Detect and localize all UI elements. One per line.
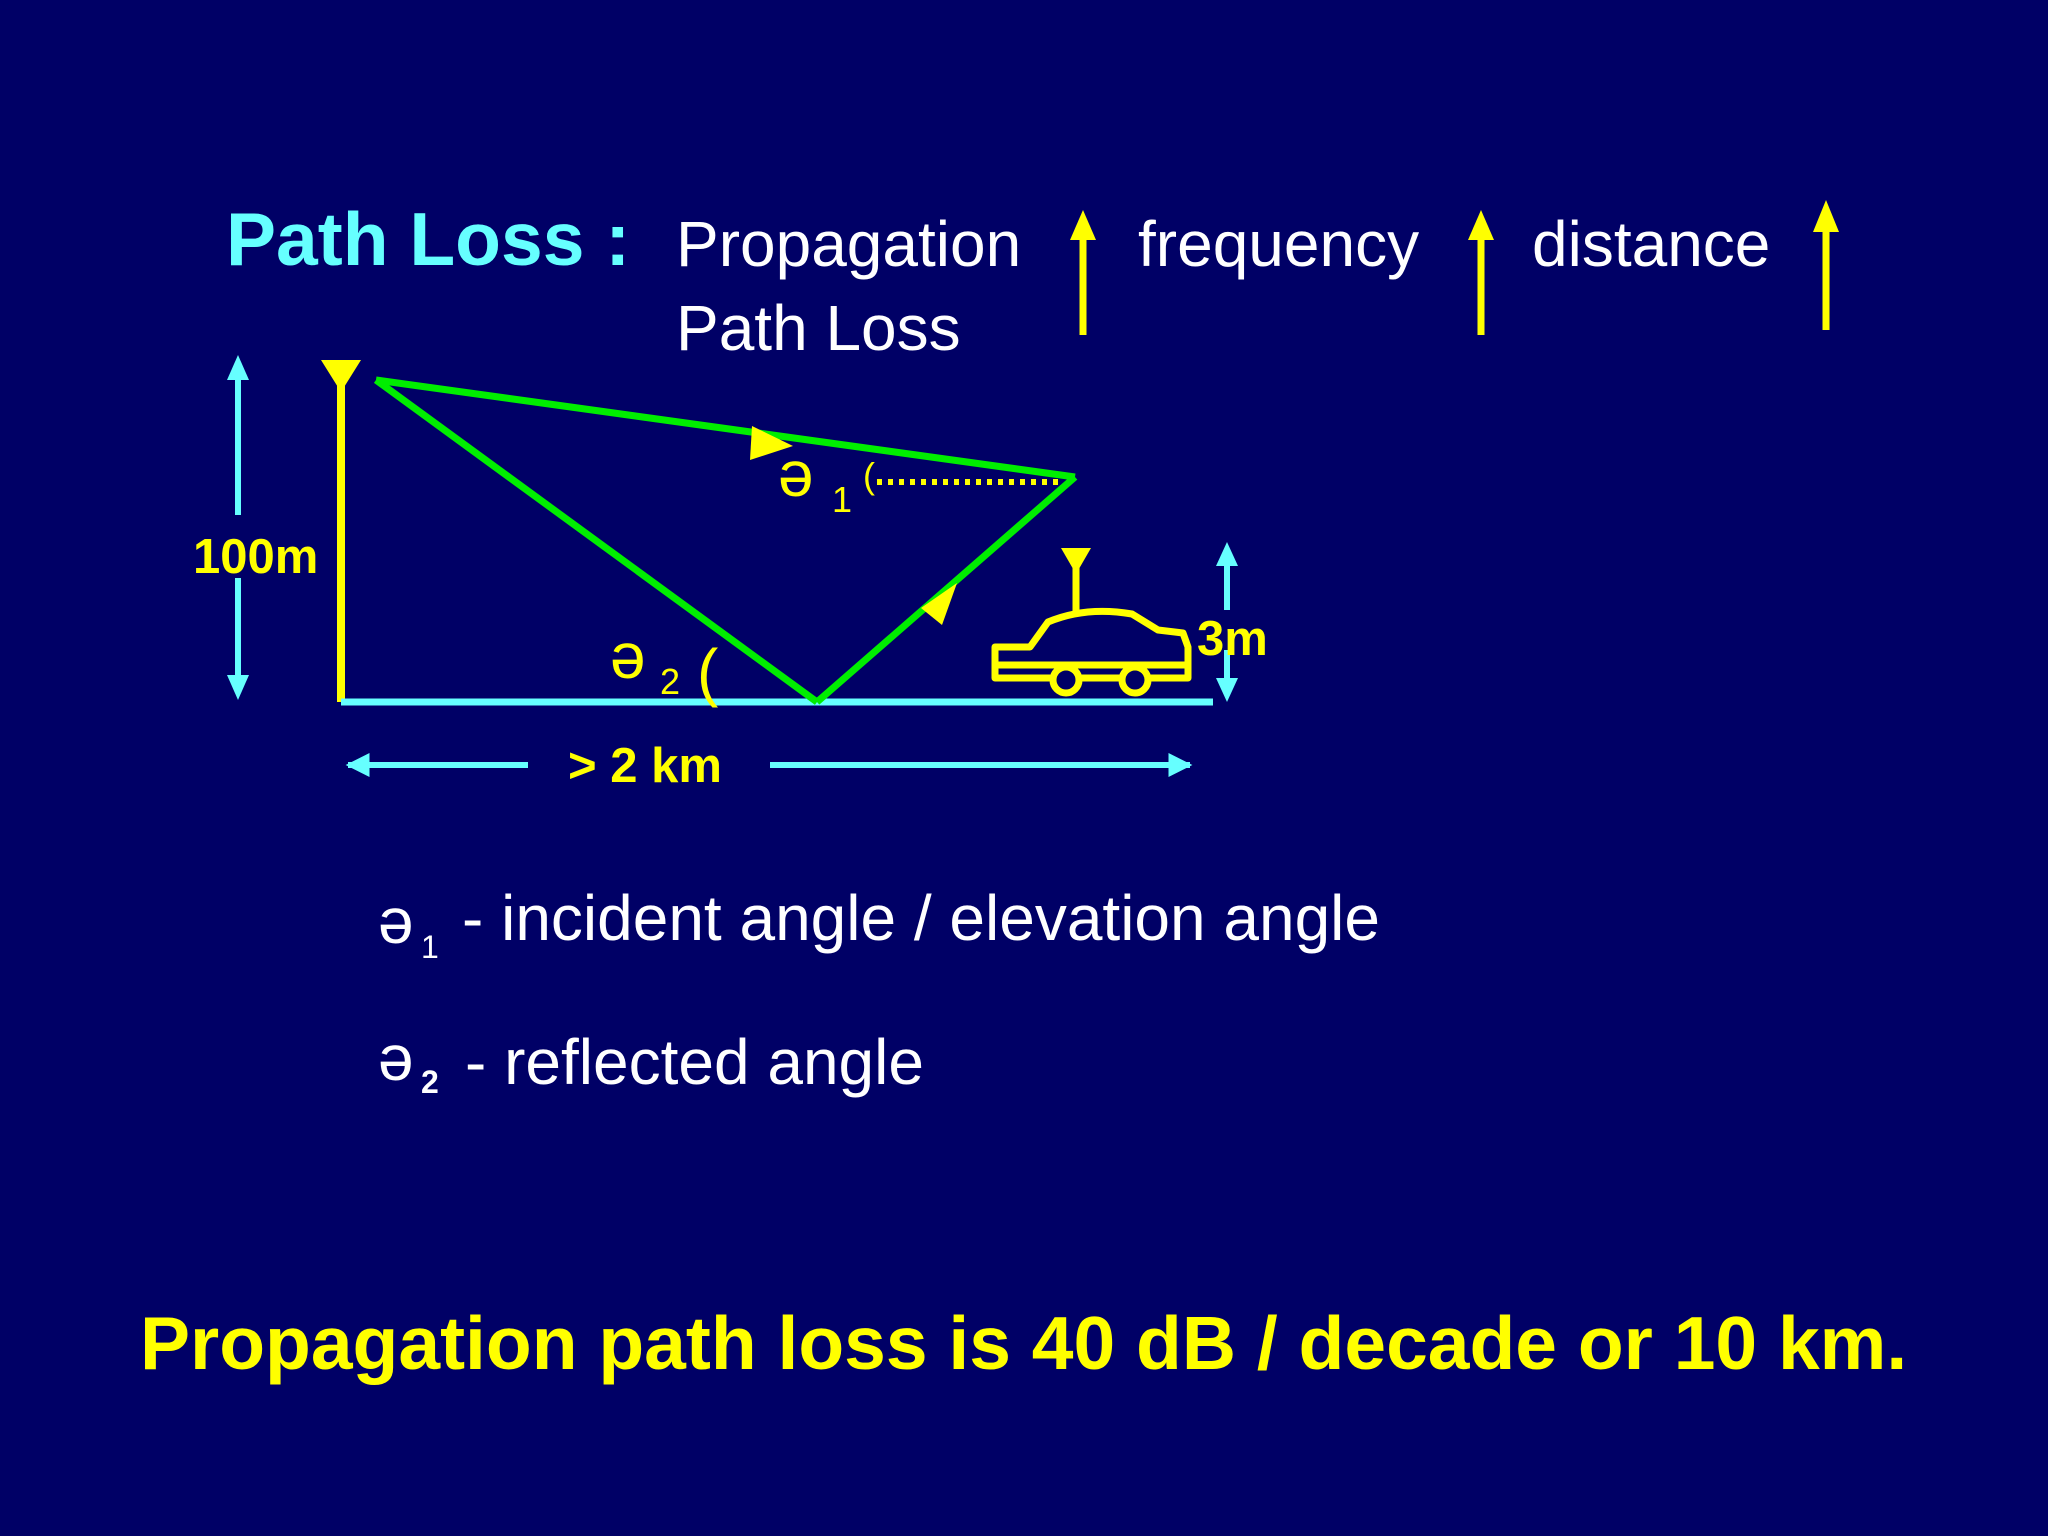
- distance-up-arrow-icon: [1813, 200, 1839, 330]
- height-100m-label: 100m: [193, 530, 318, 584]
- propagation-up-arrow-icon: [1070, 210, 1096, 335]
- legend-theta2-symbol: ə: [378, 1022, 414, 1094]
- theta1-subscript: 1: [832, 479, 852, 520]
- footer-statement: Propagation path loss is 40 dB / decade …: [140, 1301, 1907, 1385]
- legend-theta1-description: - incident angle / elevation angle: [462, 882, 1380, 954]
- theta2-symbol: ə: [610, 620, 646, 692]
- ray-paths: [373, 376, 1078, 705]
- theta2-angle-mark: (: [697, 636, 718, 708]
- legend-theta1-subscript: 1: [421, 929, 439, 965]
- frequency-label: frequency: [1138, 208, 1419, 280]
- height-100m-arrow: [227, 355, 249, 700]
- page-title: Path Loss :: [226, 197, 630, 281]
- height-3m-arrow: [1216, 542, 1238, 702]
- direct-ray: [375, 376, 1076, 481]
- distance-label: distance: [1532, 208, 1770, 280]
- legend-theta2-subscript: 2: [421, 1064, 439, 1100]
- reflected-ray: [814, 474, 1078, 705]
- distance-label: > 2 km: [568, 739, 722, 793]
- path-loss-label: Path Loss: [676, 292, 961, 364]
- theta1-symbol: ə: [778, 438, 814, 510]
- reflected-ray-arrow-icon: [921, 583, 957, 625]
- legend-theta2-description: - reflected angle: [465, 1026, 924, 1098]
- theta2-subscript: 2: [660, 661, 680, 702]
- legend-theta1-symbol: ə: [378, 885, 414, 957]
- propagation-label: Propagation: [676, 208, 1021, 280]
- frequency-up-arrow-icon: [1468, 210, 1494, 335]
- base-station-antenna-icon: [321, 360, 361, 702]
- direct-ray-arrow-icon: [750, 426, 793, 460]
- mobile-car-icon: [991, 548, 1192, 697]
- theta1-angle-mark: (: [863, 455, 875, 496]
- incident-ray: [373, 377, 820, 705]
- height-3m-label: 3m: [1197, 612, 1268, 666]
